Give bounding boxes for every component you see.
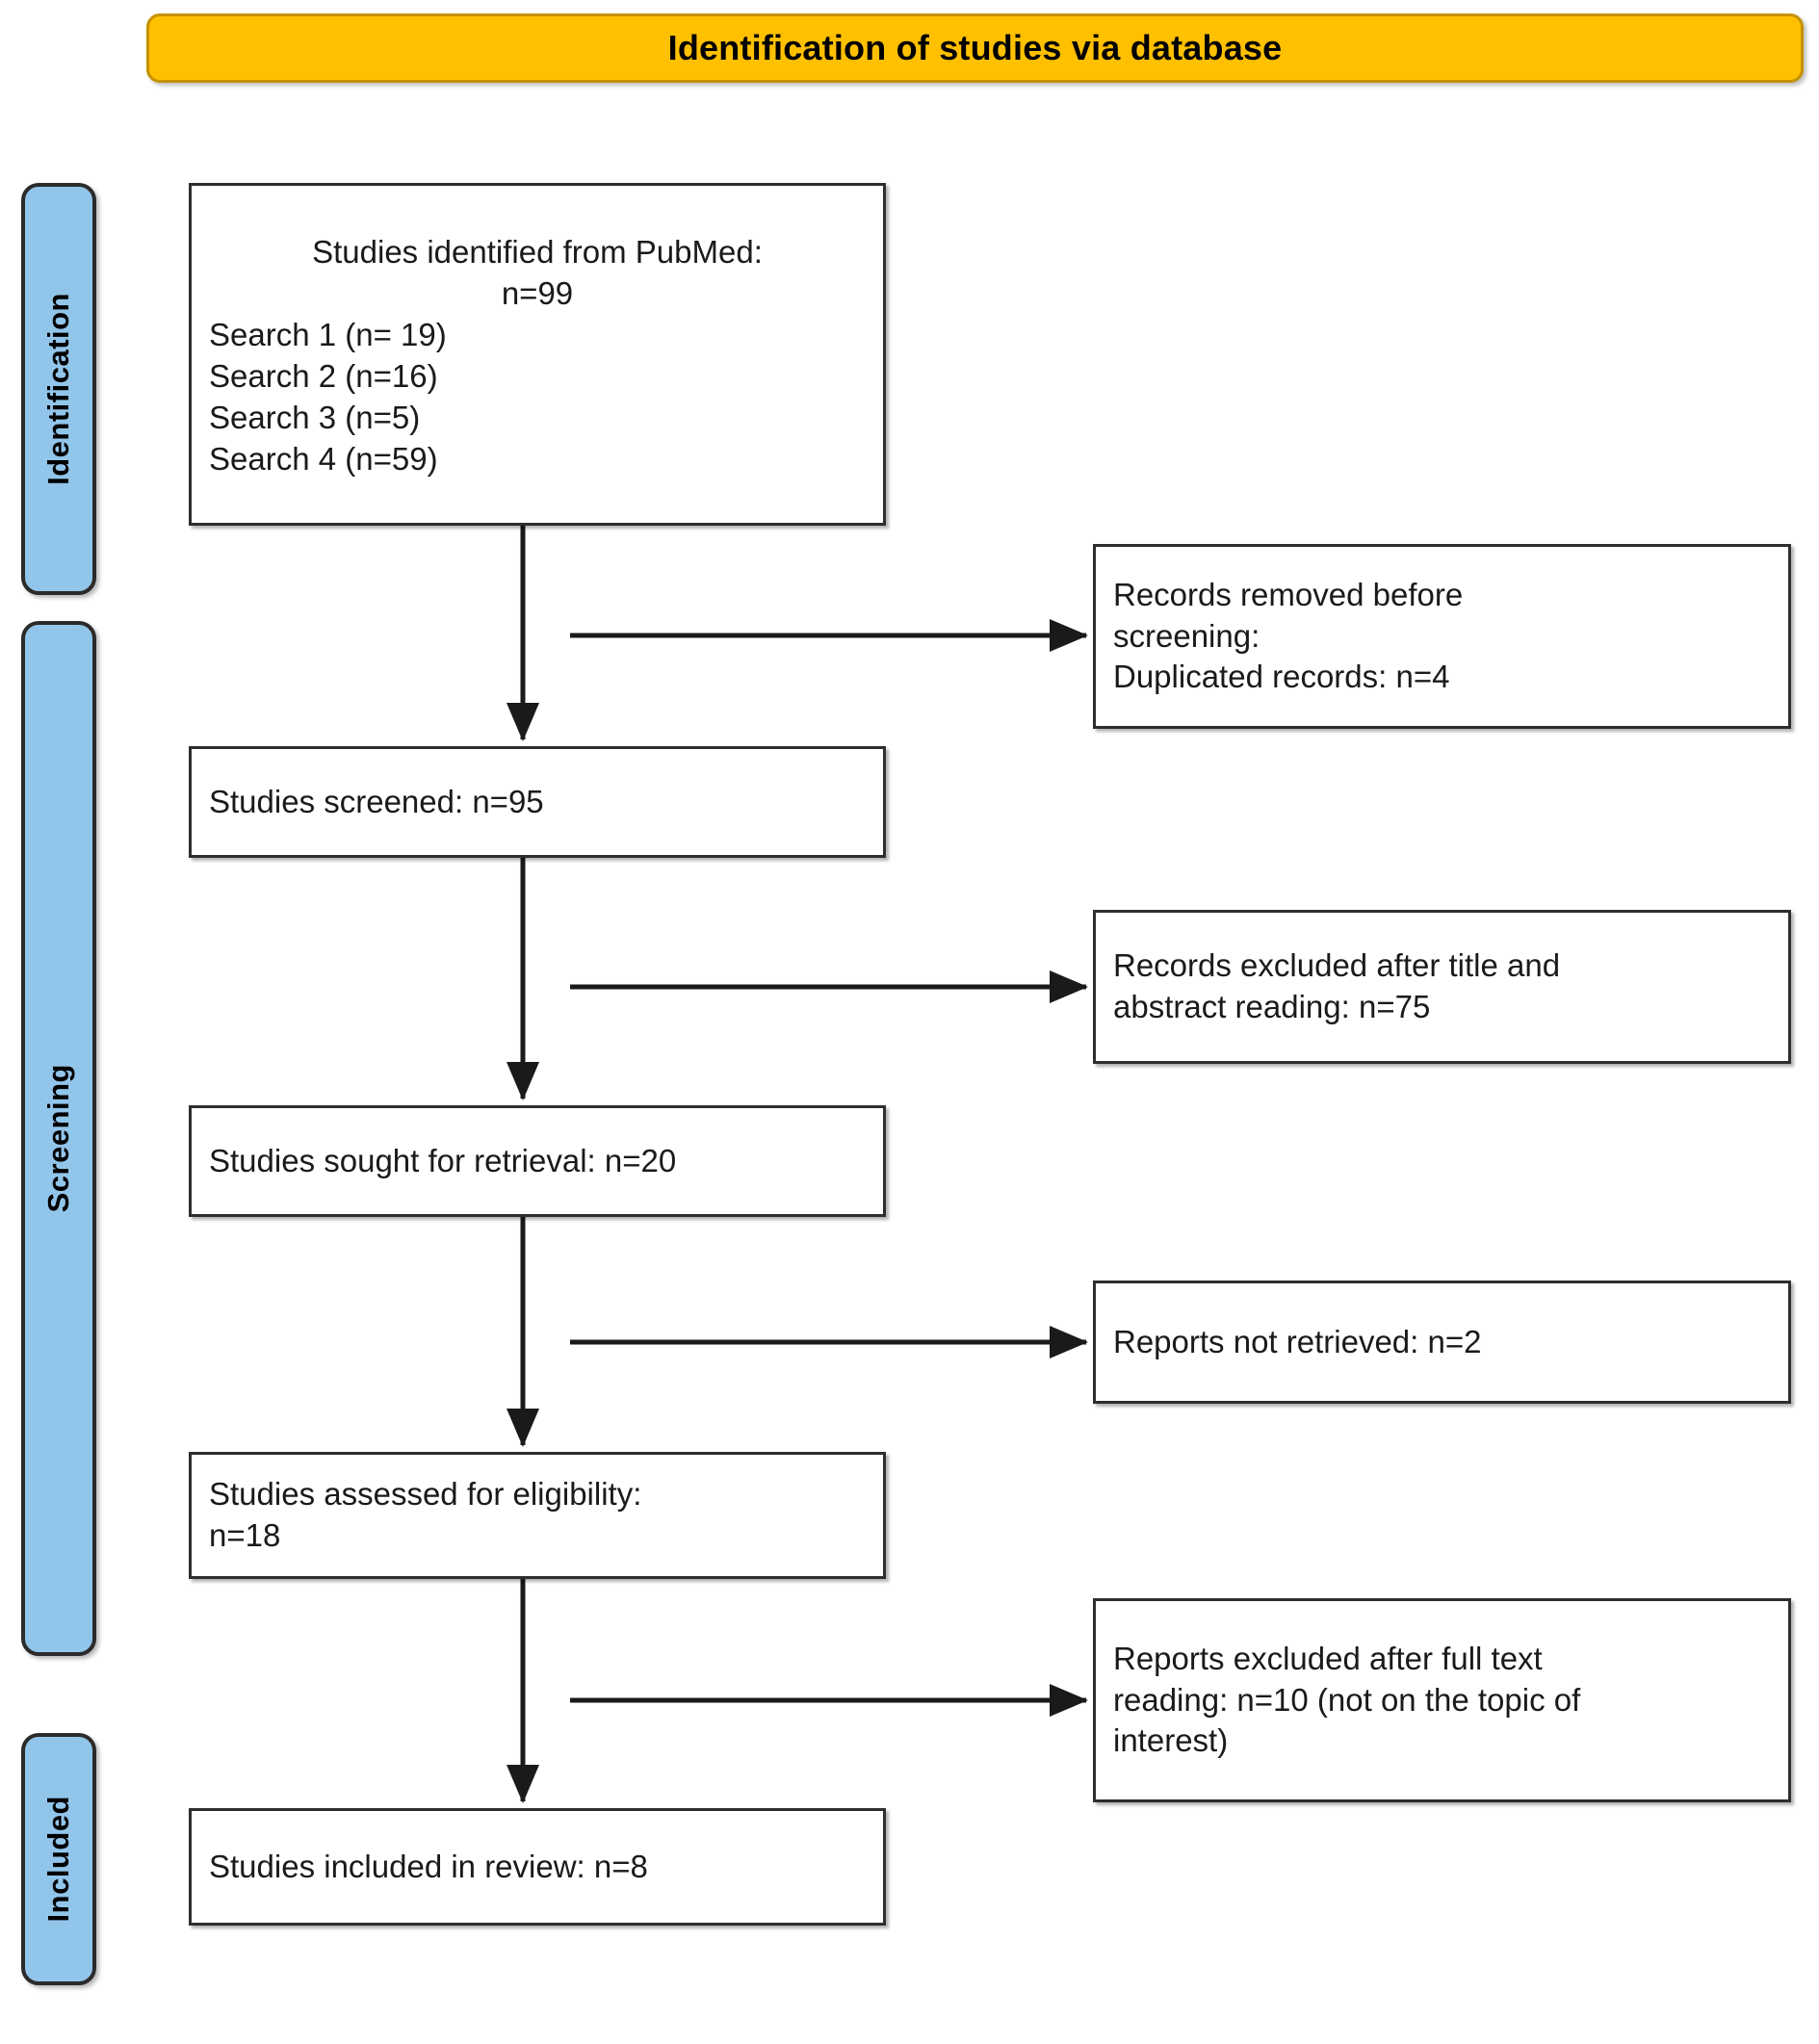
node-reports-not-retrieved-line1: Reports not retrieved: n=2 bbox=[1113, 1323, 1482, 1359]
node-reports-excluded-ft-line1: Reports excluded after full text bbox=[1113, 1640, 1543, 1676]
node-studies-screened-line1: Studies screened: n=95 bbox=[209, 783, 544, 819]
stage-label-identification-text: Identification bbox=[41, 293, 75, 485]
node-studies-identified-search2: Search 2 (n=16) bbox=[209, 358, 438, 394]
node-records-removed-line3: Duplicated records: n=4 bbox=[1113, 659, 1450, 695]
diagram-title-banner: Identification of studies via database bbox=[146, 13, 1804, 83]
node-studies-identified-line1: Studies identified from PubMed: bbox=[312, 234, 763, 271]
node-records-excluded-ta-line2: abstract reading: n=75 bbox=[1113, 989, 1431, 1024]
node-reports-excluded-ft-line3: interest) bbox=[1113, 1722, 1229, 1759]
stage-label-screening-text: Screening bbox=[41, 1064, 75, 1213]
node-studies-identified-search4: Search 4 (n=59) bbox=[209, 440, 438, 477]
node-studies-included-line1: Studies included in review: n=8 bbox=[209, 1848, 648, 1884]
stage-label-screening: Screening bbox=[21, 621, 96, 1656]
diagram-title: Identification of studies via database bbox=[667, 28, 1283, 67]
node-records-excluded-ta-line1: Records excluded after title and bbox=[1113, 947, 1561, 984]
node-studies-identified: Studies identified from PubMed: n=99 Sea… bbox=[189, 183, 886, 526]
node-studies-identified-line2: n=99 bbox=[501, 275, 574, 312]
node-studies-screened: Studies screened: n=95 bbox=[189, 746, 886, 858]
node-records-removed-line2: screening: bbox=[1113, 617, 1260, 654]
node-reports-not-retrieved: Reports not retrieved: n=2 bbox=[1093, 1281, 1791, 1404]
node-studies-identified-search1: Search 1 (n= 19) bbox=[209, 317, 447, 353]
node-studies-assessed-for-eligibility: Studies assessed for eligibility: n=18 bbox=[189, 1452, 886, 1579]
node-studies-assessed-line1: Studies assessed for eligibility: bbox=[209, 1476, 642, 1513]
stage-label-identification: Identification bbox=[21, 183, 96, 595]
stage-label-included: Included bbox=[21, 1733, 96, 1985]
node-reports-excluded-ft-line2: reading: n=10 (not on the topic of bbox=[1113, 1681, 1581, 1718]
node-studies-assessed-line2: n=18 bbox=[209, 1517, 281, 1553]
node-studies-identified-search3: Search 3 (n=5) bbox=[209, 399, 421, 435]
node-reports-excluded-full-text: Reports excluded after full text reading… bbox=[1093, 1598, 1791, 1802]
node-studies-sought-for-retrieval: Studies sought for retrieval: n=20 bbox=[189, 1105, 886, 1217]
stage-label-included-text: Included bbox=[41, 1796, 75, 1923]
node-studies-sought-line1: Studies sought for retrieval: n=20 bbox=[209, 1142, 677, 1178]
node-records-removed-before-screening: Records removed before screening: Duplic… bbox=[1093, 544, 1791, 729]
node-studies-included-in-review: Studies included in review: n=8 bbox=[189, 1808, 886, 1926]
node-records-removed-line1: Records removed before bbox=[1113, 576, 1464, 612]
node-records-excluded-title-abstract: Records excluded after title and abstrac… bbox=[1093, 910, 1791, 1064]
